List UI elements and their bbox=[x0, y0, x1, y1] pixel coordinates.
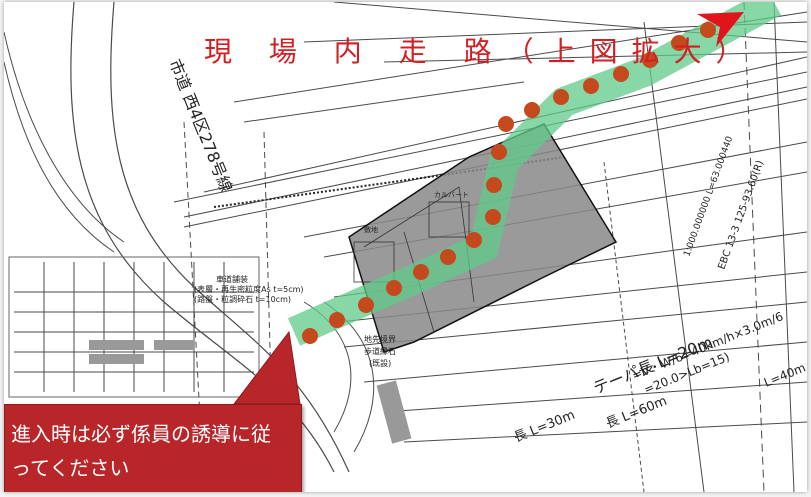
building-label-2: カルバート bbox=[434, 191, 469, 199]
building-label-4: 歩道縁石 bbox=[364, 346, 396, 356]
building-label-5: (既設) bbox=[369, 358, 391, 368]
pavement-label-3: (路盤・粒調砕石 t=10cm) bbox=[194, 294, 291, 304]
direction-arrow-icon bbox=[697, 12, 744, 47]
building-label-1: 敷地 bbox=[364, 225, 378, 234]
site-plan-drawing: 市道 西4区278号線 テーパ長 L=20m =V・W/6=40km/h×3.0… bbox=[4, 2, 807, 492]
pavement-label-2: (表層・再生密粒度As t=5cm) bbox=[194, 284, 304, 294]
route-dots bbox=[302, 22, 716, 344]
pavement-label-1: 車道舗装 bbox=[216, 274, 248, 284]
site-map-frame: 市道 西4区278号線 テーパ長 L=20m =V・W/6=40km/h×3.0… bbox=[4, 2, 807, 492]
callout-line-2: ってください bbox=[11, 456, 130, 480]
page-title: 現 場 内 走 路（上図拡大） bbox=[204, 35, 758, 68]
building-label-3: 地先境界 bbox=[364, 334, 396, 344]
callout-box: 進入時は必ず係員の誘導に従 ってください bbox=[4, 404, 302, 492]
ebc-note-label: EBC 13-3 125-93.60(R) bbox=[716, 159, 766, 271]
length-60-label: 長 L=60m bbox=[604, 394, 669, 432]
callout-line-1: 進入時は必ず係員の誘導に従 bbox=[11, 422, 271, 446]
road-name-label: 市道 西4区278号線 bbox=[165, 56, 236, 195]
edge-length-label: L=40m bbox=[762, 360, 807, 389]
length-30-label: 長 L=30m bbox=[512, 408, 577, 446]
callout-text: 進入時は必ず係員の誘導に従 ってください bbox=[11, 417, 297, 485]
callout-tail bbox=[232, 330, 301, 405]
parking-blocks bbox=[89, 340, 412, 444]
